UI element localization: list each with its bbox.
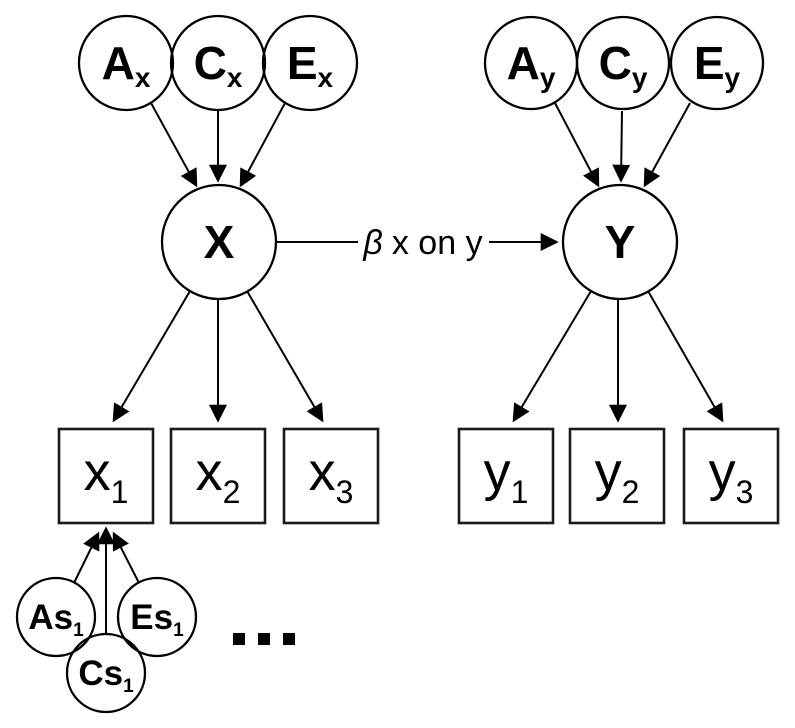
specific-es1-label: Es1: [130, 598, 184, 641]
observed-x1-square: [57, 427, 155, 525]
latent-x-label: X: [204, 216, 235, 268]
observed-y1-label: y1: [484, 442, 529, 510]
observed-x3-square: [282, 427, 380, 525]
arrow-ay-to-y: [554, 102, 600, 188]
specific-as1-circle: [15, 576, 97, 658]
latent-cx-circle: [169, 14, 267, 112]
arrow-as1-to-x1: [73, 531, 100, 584]
specific-es1-circle: [116, 576, 198, 658]
arrow-ex-to-x: [239, 102, 286, 188]
latent-cx-label: Cx: [194, 37, 243, 93]
latent-y-circle: [561, 183, 679, 301]
observed-x-group: x1 x2 x3: [57, 427, 380, 525]
observed-x1-label: x1: [84, 442, 129, 510]
arrow-y-to-y1: [512, 290, 592, 423]
ellipsis-dots: ...: [233, 633, 295, 645]
observed-x2-label: x2: [196, 442, 241, 510]
specific-factors-group: As1 Es1 Cs1: [15, 576, 198, 714]
latent-ay-label: Ay: [507, 37, 556, 93]
arrow-ey-to-y: [643, 102, 691, 188]
observed-y1-square: [457, 427, 555, 525]
arrow-ax-to-x: [150, 102, 198, 188]
latent-y-node: Y: [561, 183, 679, 301]
observed-x3-label: x3: [309, 442, 354, 510]
latent-ax-circle: [77, 14, 175, 112]
arrow-cy-to-y: [612, 110, 631, 183]
ellipsis-dot: [283, 633, 295, 645]
specific-cs1-circle: [65, 632, 147, 714]
observed-y-group: y1 y2 y3: [457, 427, 780, 525]
latent-cy-label: Cy: [599, 37, 648, 93]
latent-ax-label: Ax: [102, 37, 151, 93]
latent-acey-group: Ay Cy Ey: [483, 15, 765, 111]
arrow-x-to-x1: [112, 290, 191, 423]
observed-y3-square: [682, 427, 780, 525]
observed-y2-square: [568, 427, 666, 525]
arrow-x-to-x3: [246, 290, 324, 423]
observed-x2-square: [169, 427, 267, 525]
edges-group: [73, 102, 724, 633]
latent-x-node: X: [160, 183, 278, 301]
ellipsis-dot: [258, 633, 270, 645]
latent-ey-circle: [669, 15, 765, 111]
latent-cy-circle: [575, 15, 671, 111]
latent-ey-label: Ey: [694, 37, 741, 93]
arrow-y-to-y3: [647, 290, 724, 423]
arrow-es1-to-x1: [112, 531, 140, 584]
ellipsis-dot: [233, 633, 245, 645]
latent-ex-label: Ex: [287, 37, 334, 93]
observed-y2-label: y2: [595, 442, 640, 510]
specific-as1-label: As1: [28, 598, 84, 641]
latent-ex-circle: [261, 14, 359, 112]
latent-y-label: Y: [605, 216, 636, 268]
latent-x-circle: [160, 183, 278, 301]
observed-y3-label: y3: [709, 442, 754, 510]
latent-acex-group: Ax Cx Ex: [77, 14, 359, 112]
specific-cs1-label: Cs1: [78, 654, 134, 697]
